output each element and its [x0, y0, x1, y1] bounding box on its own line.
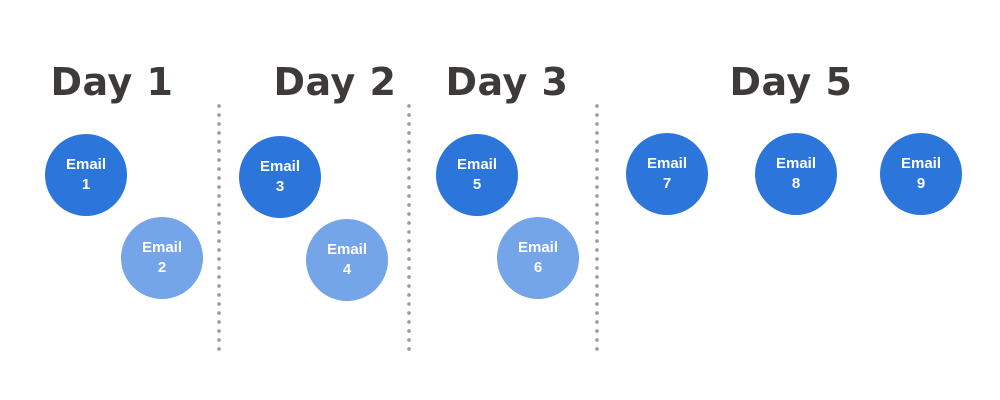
email-node-number: 2 — [157, 259, 167, 276]
email-node-number: 9 — [916, 175, 926, 192]
email-node-number: 8 — [791, 175, 801, 192]
dotted-divider-day2-day3 — [407, 102, 411, 354]
day-5-heading: Day 5 — [729, 60, 853, 104]
email-node-number: 5 — [472, 176, 482, 193]
email-node-label: Email — [900, 154, 942, 172]
email-4-node: Email 4 — [306, 219, 388, 301]
email-node-number: 1 — [81, 176, 91, 193]
email-node-number: 3 — [275, 178, 285, 195]
dotted-divider-day1-day2 — [217, 102, 221, 354]
email-6-node: Email 6 — [497, 217, 579, 299]
email-node-number: 7 — [662, 175, 672, 192]
email-node-label: Email — [775, 154, 817, 172]
email-node-number: 4 — [342, 261, 352, 278]
email-3-node: Email 3 — [239, 136, 321, 218]
email-node-label: Email — [517, 238, 559, 256]
email-node-label: Email — [141, 238, 183, 256]
email-9-node: Email 9 — [880, 133, 962, 215]
email-2-node: Email 2 — [121, 217, 203, 299]
email-7-node: Email 7 — [626, 133, 708, 215]
email-node-label: Email — [456, 155, 498, 173]
day-1-heading: Day 1 — [50, 60, 174, 104]
email-5-node: Email 5 — [436, 134, 518, 216]
email-1-node: Email 1 — [45, 134, 127, 216]
email-node-label: Email — [65, 155, 107, 173]
email-node-label: Email — [646, 154, 688, 172]
dotted-divider-day3-day5 — [595, 102, 599, 354]
day-3-heading: Day 3 — [445, 60, 569, 104]
day-2-heading: Day 2 — [273, 60, 397, 104]
email-node-label: Email — [259, 157, 301, 175]
email-8-node: Email 8 — [755, 133, 837, 215]
email-node-number: 6 — [533, 259, 543, 276]
email-node-label: Email — [326, 240, 368, 258]
